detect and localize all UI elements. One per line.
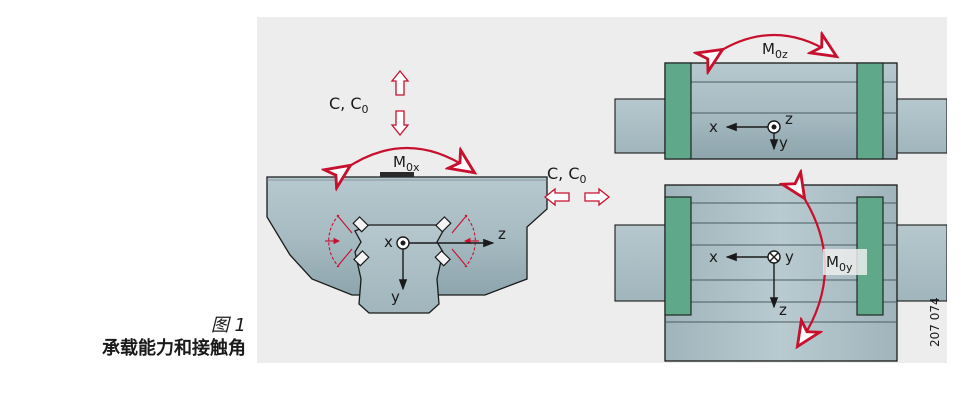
diagram-panel: x z y C, C0 M0x C, C0 x z xyxy=(257,17,947,363)
axis-z-label: z xyxy=(498,225,506,243)
moment-mx-arc xyxy=(345,148,469,169)
moment-my-label: M0y xyxy=(826,253,853,274)
top-view-assembly: x z y xyxy=(614,62,947,160)
moment-mx-label: M0x xyxy=(393,153,420,174)
moment-mz-arc xyxy=(717,35,831,53)
plan-axis-y-label: y xyxy=(785,248,794,266)
vertical-load-arrows xyxy=(390,69,410,137)
plan-view-end-cap-left xyxy=(664,196,692,316)
contact-angle-marks xyxy=(325,214,479,268)
linear-guide-diagram: x z y C, C0 M0x C, C0 x z xyxy=(266,17,947,362)
horizontal-load-label: C, C0 xyxy=(547,164,587,186)
top-view-axes xyxy=(725,120,781,151)
top-axis-x-label: x xyxy=(709,118,718,136)
vertical-load-label: C, C0 xyxy=(329,94,369,116)
plan-axis-z-label: z xyxy=(779,301,787,319)
moment-mz-label: M0z xyxy=(762,40,788,61)
carriage-cross-section: x z y xyxy=(266,172,548,314)
axis-y-label: y xyxy=(391,288,400,306)
plan-axis-x-label: x xyxy=(709,248,718,266)
top-axis-y-label: y xyxy=(779,134,788,152)
top-view-end-cap-right xyxy=(856,62,884,160)
horizontal-load-arrows xyxy=(543,187,611,207)
drawing-number: 207 074 xyxy=(928,297,942,347)
figure-caption: 图 1 承载能力和接触角 xyxy=(0,315,246,361)
cross-section-axes xyxy=(396,236,495,291)
top-view-end-cap-left xyxy=(664,62,692,160)
figure-number: 图 1 xyxy=(210,315,246,336)
rolling-elements xyxy=(352,216,452,267)
axis-x-label: x xyxy=(384,233,393,251)
figure-title: 承载能力和接触角 xyxy=(102,338,246,359)
plan-view-assembly: x y z xyxy=(614,184,947,362)
top-axis-z-label: z xyxy=(785,110,793,128)
rail-profile xyxy=(354,224,444,314)
